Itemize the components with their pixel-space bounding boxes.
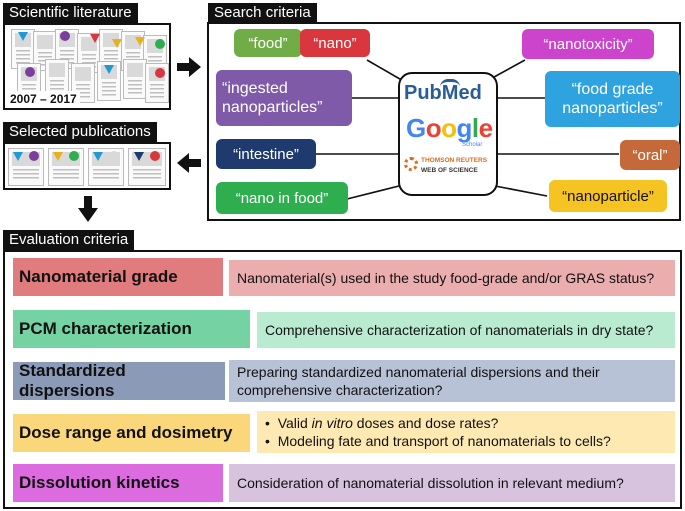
search-term-nanotoxicity: “nanotoxicity” — [522, 29, 654, 59]
literature-panel: 2007 – 2017 — [3, 23, 171, 110]
circle-marker-icon — [155, 68, 165, 78]
search-term-food: “food” — [234, 29, 302, 57]
triangle-marker-icon — [90, 34, 100, 43]
search-term-oral: “oral” — [620, 140, 680, 170]
circle-marker-icon — [25, 67, 35, 77]
search-term-food-grade-nanoparticles: “food grade nanoparticles” — [545, 71, 680, 127]
criterion-label-dissolution-kinetics: Dissolution kinetics — [13, 464, 223, 502]
evaluation-panel: Nanomaterial grade Nanomaterial(s) used … — [3, 250, 682, 509]
circle-marker-icon — [155, 39, 165, 49]
criterion-label-standardized-dispersions: Standardized dispersions — [13, 361, 225, 400]
literature-header: Scientific literature — [3, 3, 138, 23]
dose-bullet-2: • Modeling fate and transport of nanomat… — [265, 433, 611, 449]
criterion-label-nanomaterial-grade: Nanomaterial grade — [13, 258, 223, 296]
triangle-marker-icon — [112, 39, 122, 48]
arrow-left-icon — [177, 153, 201, 173]
triangle-marker-icon — [13, 152, 23, 161]
search-term-intestine: “intestine” — [216, 139, 316, 169]
circle-marker-icon — [29, 151, 39, 161]
criterion-desc-dose-range: • Valid in vitro doses and dose rates? •… — [257, 411, 675, 453]
selected-panel — [3, 142, 171, 190]
search-term-nanoparticle: “nanoparticle” — [549, 180, 667, 212]
search-term-nano-in-food: “nano in food” — [216, 182, 348, 214]
dose-bullet-1: • Valid in vitro doses and dose rates? — [265, 415, 499, 431]
triangle-marker-icon — [135, 37, 145, 46]
criterion-desc-pcm-characterization: Comprehensive characterization of nanoma… — [257, 312, 675, 348]
web-of-science-icon — [404, 157, 418, 171]
search-term-ingested-nanoparticles: “ingested nanoparticles” — [216, 70, 352, 126]
search-term-nano: “nano” — [300, 29, 370, 57]
search-panel: “food” “nano” “nanotoxicity” “ingested n… — [207, 22, 681, 221]
search-header: Search criteria — [208, 3, 317, 23]
triangle-marker-icon — [53, 152, 63, 161]
criterion-desc-standardized-dispersions: Preparing standardized nanomaterial disp… — [229, 360, 675, 402]
arrow-down-icon — [78, 196, 98, 222]
triangle-marker-icon — [18, 32, 28, 41]
criterion-desc-dissolution-kinetics: Consideration of nanomaterial dissolutio… — [229, 464, 675, 502]
criterion-desc-nanomaterial-grade: Nanomaterial(s) used in the study food-g… — [229, 260, 675, 296]
arrow-right-icon — [177, 57, 201, 77]
year-range: 2007 – 2017 — [7, 91, 80, 107]
circle-marker-icon — [150, 151, 160, 161]
circle-marker-icon — [69, 151, 79, 161]
scholar-text: Scholar — [462, 142, 483, 148]
google-scholar-logo: Google — [406, 113, 493, 143]
triangle-marker-icon — [134, 152, 144, 161]
web-of-science-logo: THOMSON REUTERS WEB OF SCIENCE — [404, 154, 490, 186]
triangle-marker-icon — [104, 65, 114, 74]
circle-marker-icon — [60, 31, 70, 41]
triangle-marker-icon — [93, 152, 103, 161]
selected-header: Selected publications — [3, 122, 157, 142]
criterion-label-dose-range: Dose range and dosimetry — [13, 414, 250, 452]
criterion-label-pcm-characterization: PCM characterization — [13, 310, 250, 348]
circle-marker-icon — [109, 151, 119, 161]
document-icon — [123, 59, 147, 99]
evaluation-header: Evaluation criteria — [3, 230, 135, 250]
